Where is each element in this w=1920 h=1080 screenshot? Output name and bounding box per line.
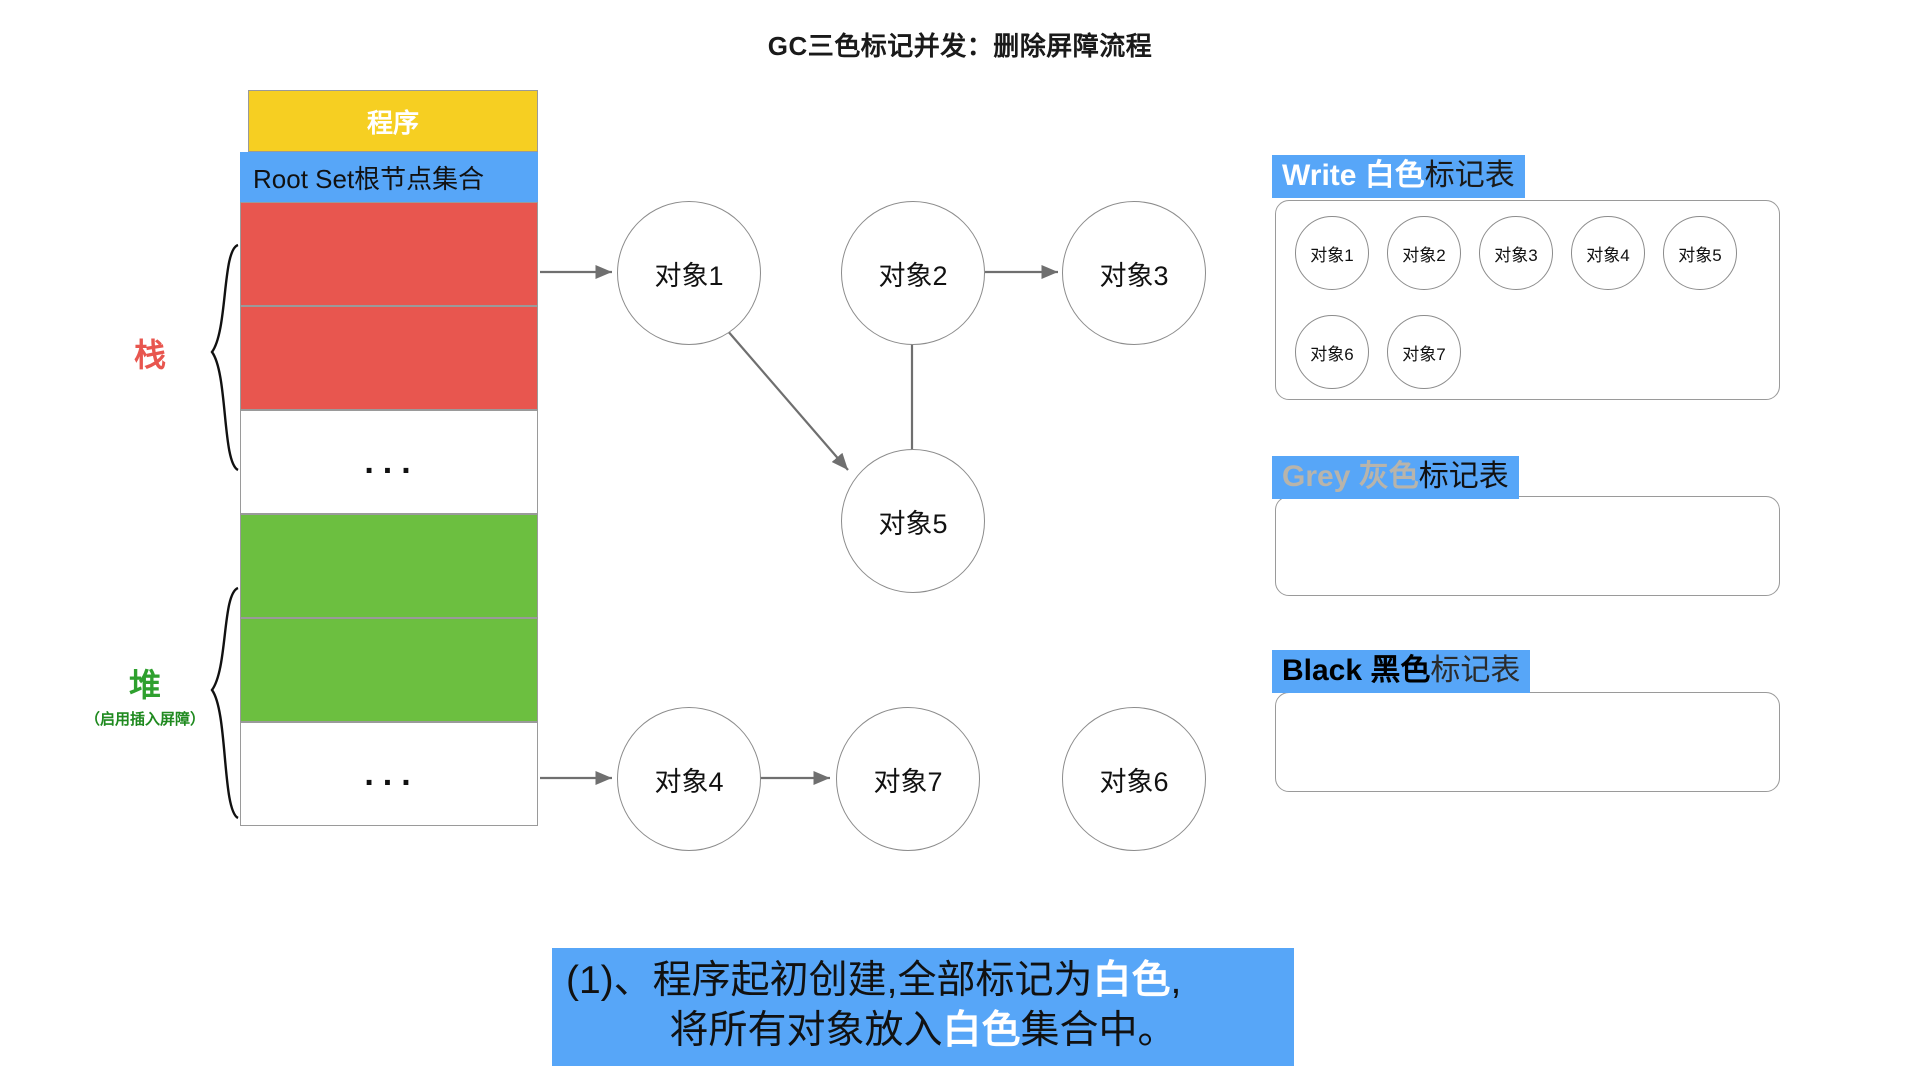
stack-cell-2: [240, 306, 538, 410]
graph-node-obj3[interactable]: 对象3: [1062, 201, 1206, 345]
black-table-header-tail: 标记表: [1430, 654, 1521, 687]
stack-label: 栈: [133, 337, 166, 373]
black-table-header-en: Black: [1282, 654, 1371, 687]
stack-cell-1: [240, 202, 538, 306]
memory-column: 程序 Root Set根节点集合 ... ...: [240, 90, 538, 826]
heap-sublabel: （启用插入屏障）: [84, 711, 205, 728]
black-table-header-color: 黑色: [1370, 654, 1431, 687]
heap-cell-2: [240, 618, 538, 722]
caption-line2-pre: 将所有对象放入: [669, 1008, 943, 1052]
heap-label: 堆: [128, 667, 161, 703]
edge-obj1-obj5: [719, 321, 849, 471]
white-chip-7[interactable]: 对象7: [1387, 315, 1461, 389]
white-chip-1[interactable]: 对象1: [1295, 216, 1369, 290]
caption-line-2: 将所有对象放入白色集合中。: [558, 1006, 1288, 1056]
white-chip-5[interactable]: 对象5: [1663, 216, 1737, 290]
black-table-body: [1275, 692, 1780, 792]
graph-node-obj1[interactable]: 对象1: [617, 201, 761, 345]
white-chip-2[interactable]: 对象2: [1387, 216, 1461, 290]
black-table-header: Black 黑色标记表: [1272, 650, 1531, 694]
white-table-header-en: Write: [1282, 159, 1365, 192]
caption-line1-pre: (1)、程序起初创建,全部标记为: [566, 959, 1093, 1002]
white-table-header-tail: 标记表: [1424, 159, 1515, 192]
grey-table-header-tail: 标记表: [1418, 460, 1509, 493]
grey-table-header-en: Grey: [1282, 460, 1359, 493]
node-label: 对象4: [654, 766, 724, 797]
white-chip-4[interactable]: 对象4: [1571, 216, 1645, 290]
white-chip-6[interactable]: 对象6: [1295, 315, 1369, 389]
node-label: 对象5: [878, 508, 948, 539]
chip-label: 对象5: [1678, 245, 1722, 265]
chip-label: 对象4: [1586, 245, 1630, 265]
caption-line2-highlight: 白色: [942, 1008, 1021, 1052]
graph-node-obj7[interactable]: 对象7: [836, 707, 980, 851]
white-table-header-color: 白色: [1364, 159, 1425, 192]
program-label: 程序: [366, 107, 419, 138]
heap-ellipsis-cell: ...: [240, 722, 538, 826]
grey-table-header: Grey 灰色标记表: [1272, 456, 1519, 500]
white-table-header: Write 白色标记表: [1272, 155, 1525, 199]
caption-line-1: (1)、程序起初创建,全部标记为白色,: [558, 956, 1288, 1006]
caption-line2-post: 集合中。: [1020, 1008, 1177, 1052]
node-label: 对象1: [654, 260, 724, 291]
chip-label: 对象7: [1402, 344, 1446, 364]
graph-node-obj2[interactable]: 对象2: [841, 201, 985, 345]
grey-table-body: [1275, 496, 1780, 596]
root-set-label: Root Set根节点集合: [253, 163, 485, 194]
caption-line1-highlight: 白色: [1092, 959, 1171, 1002]
ellipsis-label-2: ...: [364, 755, 420, 793]
ellipsis-label: ...: [364, 443, 420, 481]
graph-node-obj6[interactable]: 对象6: [1062, 707, 1206, 851]
graph-node-obj5[interactable]: 对象5: [841, 449, 985, 593]
stack-ellipsis-cell: ...: [240, 410, 538, 514]
node-label: 对象7: [873, 766, 943, 797]
grey-table-header-color: 灰色: [1358, 460, 1419, 493]
white-chip-3[interactable]: 对象3: [1479, 216, 1553, 290]
stack-brace: [210, 243, 239, 472]
page-title: GC三色标记并发：删除屏障流程: [767, 31, 1153, 61]
node-label: 对象3: [1099, 260, 1169, 291]
node-label: 对象6: [1099, 766, 1169, 797]
step-caption: (1)、程序起初创建,全部标记为白色, 将所有对象放入白色集合中。: [552, 948, 1294, 1066]
chip-label: 对象6: [1310, 344, 1354, 364]
root-set-box: Root Set根节点集合: [240, 152, 538, 202]
program-box: 程序: [248, 90, 538, 152]
chip-label: 对象2: [1402, 245, 1446, 265]
caption-line1-post: ,: [1170, 959, 1182, 1002]
chip-label: 对象3: [1494, 245, 1538, 265]
heap-cell-1: [240, 514, 538, 618]
chip-label: 对象1: [1310, 245, 1354, 265]
node-label: 对象2: [878, 260, 948, 291]
graph-node-obj4[interactable]: 对象4: [617, 707, 761, 851]
